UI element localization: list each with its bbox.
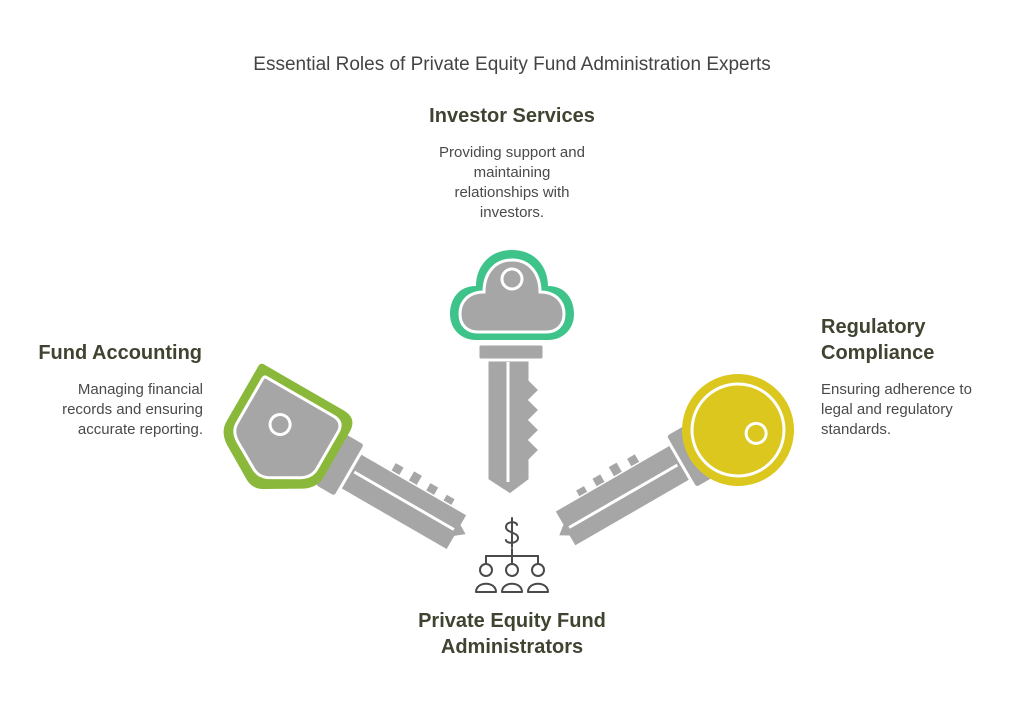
investor-services-key: [450, 250, 574, 497]
heading-line: Regulatory: [821, 316, 926, 338]
regulatory-compliance-key: [551, 374, 794, 550]
description-line: relationships with: [454, 184, 570, 201]
fund-accounting-description: Managing financial records and ensuring …: [20, 380, 203, 440]
description-line: investors.: [479, 204, 545, 221]
center-label-line: Private Equity Fund: [418, 610, 606, 632]
dollar-hierarchy-people-icon: [475, 517, 549, 593]
description-line: accurate reporting.: [77, 421, 203, 438]
center-label: Private Equity Fund Administrators: [362, 608, 662, 660]
investor-services-description: Providing support and maintaining relati…: [420, 143, 604, 223]
description-line: Managing financial: [77, 381, 203, 398]
description-line: maintaining: [473, 164, 551, 181]
description-line: Ensuring adherence to: [821, 381, 972, 398]
regulatory-compliance-heading: Regulatory Compliance: [821, 314, 1011, 366]
heading-line: Compliance: [821, 342, 935, 364]
center-label-line: Administrators: [440, 636, 584, 658]
page-title: Essential Roles of Private Equity Fund A…: [253, 54, 771, 75]
description-line: records and ensuring: [62, 401, 203, 418]
description-line: legal and regulatory: [821, 401, 953, 418]
description-line: Providing support and: [439, 144, 585, 161]
fund-accounting-heading: Fund Accounting: [38, 342, 202, 364]
investor-services-heading: Investor Services: [429, 105, 595, 127]
regulatory-compliance-description: Ensuring adherence to legal and regulato…: [821, 380, 1011, 440]
description-line: standards.: [821, 421, 892, 438]
fund-accounting-key: [223, 363, 471, 554]
